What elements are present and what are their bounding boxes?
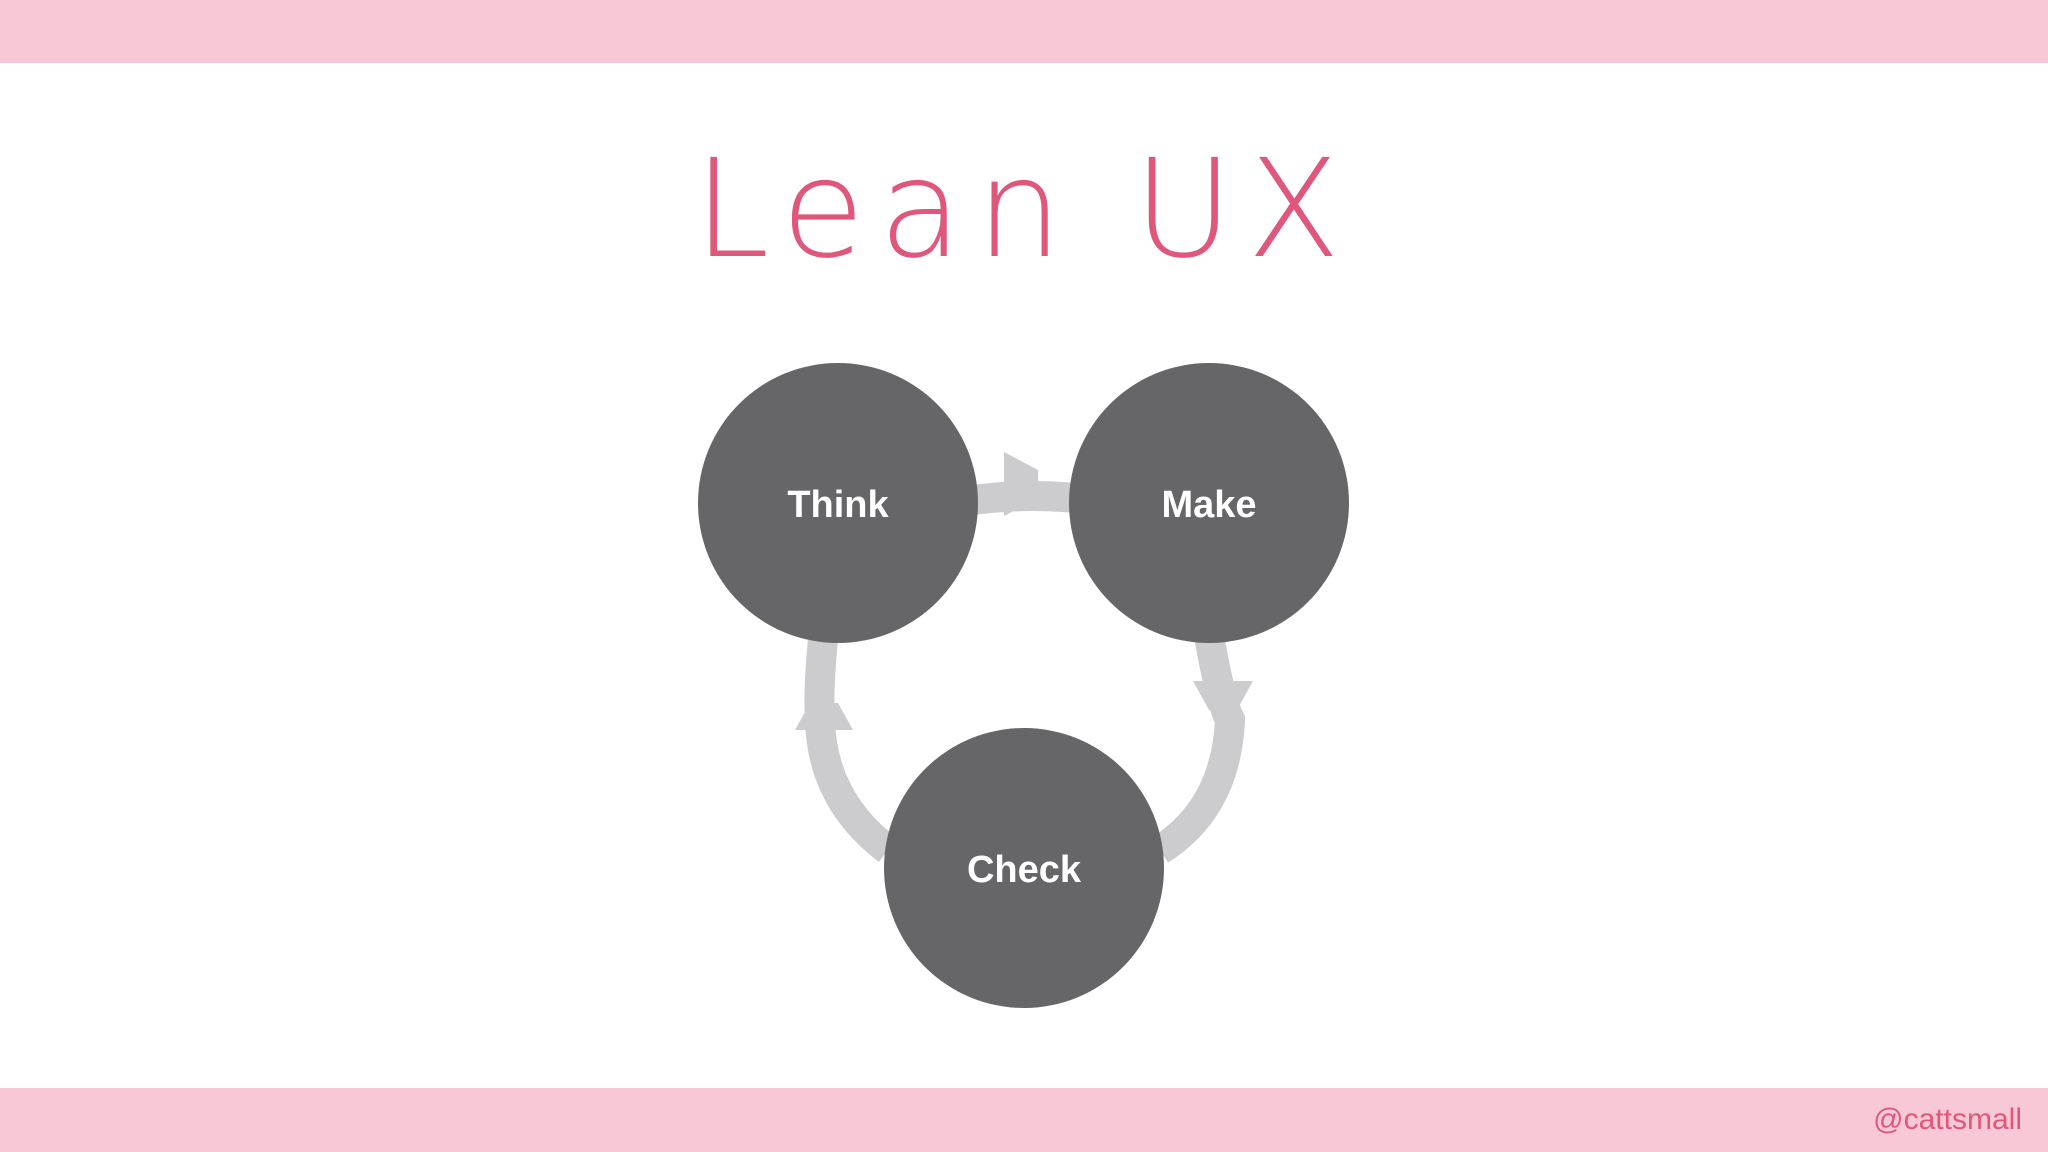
node-check: Check: [884, 728, 1164, 1008]
author-handle: @cattsmall: [1873, 1103, 2022, 1136]
arrow-make-to-check-head: [1193, 681, 1253, 710]
node-make-label: Make: [1161, 484, 1256, 526]
arrow-think-to-make-head: [1004, 452, 1038, 516]
arrow-make-to-check: [1151, 627, 1246, 863]
bottom-band: [0, 1088, 2048, 1152]
arrow-check-to-think-head: [795, 703, 853, 730]
node-think: Think: [698, 363, 978, 643]
arrow-check-to-think: [804, 638, 898, 862]
node-check-label: Check: [967, 849, 1082, 891]
node-make: Make: [1069, 363, 1349, 643]
top-band: [0, 0, 2048, 63]
node-think-label: Think: [787, 484, 889, 526]
slide-title: Lean UX: [693, 131, 1355, 289]
